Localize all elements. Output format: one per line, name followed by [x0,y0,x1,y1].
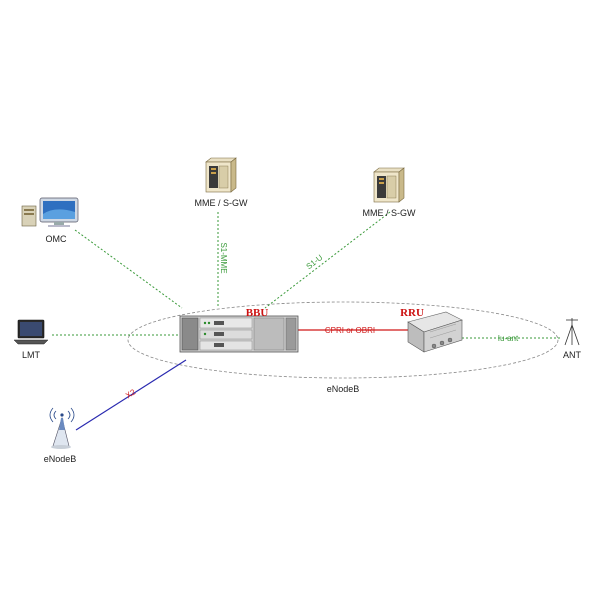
mme-sgw-2-icon [373,167,405,203]
lmt-label: LMT [22,350,41,360]
enodeb-tower-icon [49,407,75,449]
lmt-laptop-icon [13,319,49,345]
ant-label: ANT [563,350,582,360]
rru-device-icon [407,311,463,353]
iu-ant-link-label: Iu-ant [498,334,519,343]
bbu-label: BBU [246,307,269,319]
enodeb-group-label: eNodeB [327,384,360,394]
enodeb-remote-label: eNodeB [44,454,77,464]
mme-sgw-1-label: MME / S-GW [195,198,248,208]
mme-sgw-1-icon [205,157,237,193]
enodeb-boundary [127,301,559,379]
omc-label: OMC [46,234,67,244]
omc-icon [21,197,79,227]
mme-sgw-2-label: MME / S-GW [363,208,416,218]
cpri-link-label: CPRI or OBRI [325,326,375,335]
s1-mme-link-label: S1-MME [219,242,228,273]
s1-u-link-label: S1-U [305,253,325,271]
rru-label: RRU [400,307,424,319]
bbu-device-icon [179,315,299,353]
antenna-icon [564,318,580,346]
omc-bbu-link [74,229,183,309]
x2-link [75,359,187,431]
s1-u-link [264,211,391,309]
